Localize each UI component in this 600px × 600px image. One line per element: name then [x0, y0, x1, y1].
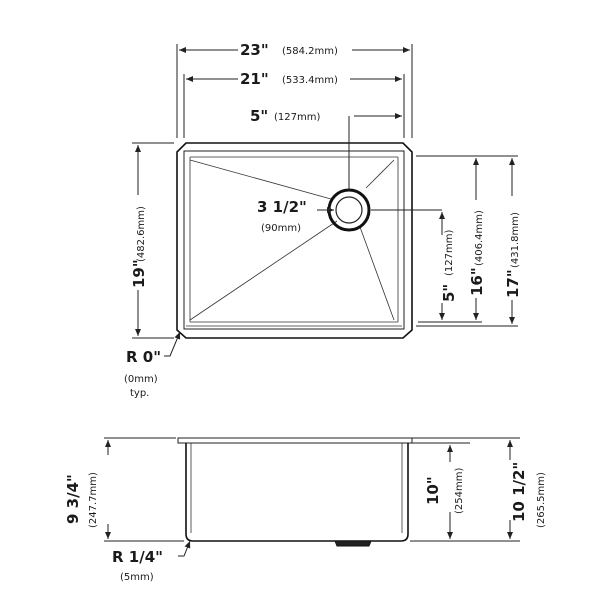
drain-outer — [327, 188, 371, 232]
drain-inner — [335, 196, 363, 224]
sink-body-side — [185, 443, 409, 542]
slope-line — [359, 226, 395, 321]
outer-depth-mm: (431.8mm) — [510, 212, 521, 268]
overall-depth-mm: (482.6mm) — [136, 206, 147, 262]
overall-depth-in: 19" — [130, 259, 148, 288]
bottom-radius-mm: (5mm) — [120, 572, 154, 583]
drain-offset-y-in: 5" — [440, 284, 458, 302]
sink-rim-side — [177, 437, 413, 444]
sink-bowl — [183, 150, 405, 330]
bowl-width-in: 21" — [240, 70, 269, 88]
top-view: 23" (584.2mm) 21" (533.4mm) 5" (127mm) 3… — [124, 41, 522, 399]
bowl-height-mm: (254mm) — [454, 468, 465, 514]
drain-diameter-in: 3 1/2" — [257, 198, 307, 216]
overall-height-mm: (247.7mm) — [88, 472, 99, 528]
sink-outer-rim — [176, 142, 413, 339]
side-view: 9 3/4" (247.7mm) 10" (254mm) 10 1/2" (26… — [64, 437, 547, 583]
corner-radius-mm: (0mm) — [124, 374, 158, 385]
bowl-height-in: 10" — [424, 476, 442, 505]
drain-offset-x-mm: (127mm) — [274, 112, 320, 123]
drain-offset-y-mm: (127mm) — [444, 230, 455, 276]
slope-line — [189, 159, 332, 200]
drain-diameter-mm: (90mm) — [261, 223, 301, 234]
overall-height-in: 9 3/4" — [64, 474, 82, 524]
drain-offset-x-in: 5" — [250, 107, 268, 125]
drain-flange-side — [334, 540, 372, 547]
bowl-width-mm: (533.4mm) — [282, 75, 338, 86]
outer-depth-in: 17" — [504, 269, 522, 298]
slope-line — [189, 220, 338, 321]
corner-radius-note: typ. — [130, 388, 149, 399]
bowl-depth-in: 16" — [468, 267, 486, 296]
overall-width-in: 23" — [240, 41, 269, 59]
bottom-radius-in: R 1/4" — [112, 548, 163, 566]
slope-line — [365, 159, 395, 189]
outer-height-in: 10 1/2" — [510, 462, 528, 522]
bowl-depth-mm: (406.4mm) — [474, 210, 485, 266]
overall-width-mm: (584.2mm) — [282, 46, 338, 57]
corner-radius-in: R 0" — [126, 348, 161, 366]
outer-height-mm: (265.5mm) — [536, 472, 547, 528]
